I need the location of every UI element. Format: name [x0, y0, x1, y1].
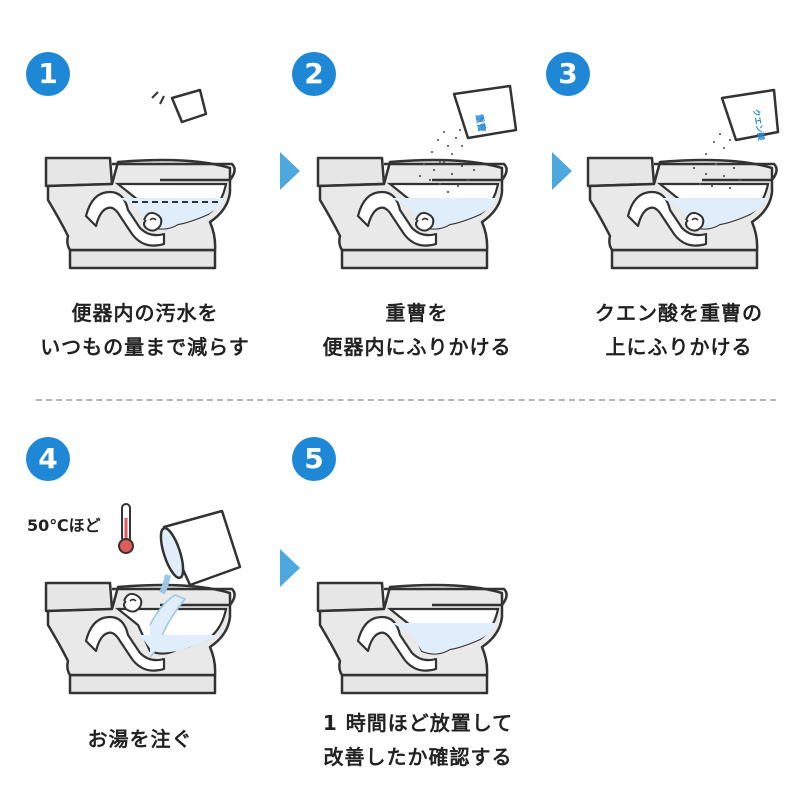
step-2-illustration: [316, 156, 508, 270]
step-5-caption: 1 時間ほど放置して改善したか確認する: [322, 711, 514, 769]
step-4-caption: お湯を注ぐ: [87, 727, 193, 751]
cup-icon: [151, 88, 208, 124]
thermometer-icon: [118, 503, 134, 554]
baking-soda-bag-icon: 重曹: [430, 84, 518, 164]
step-number-badge: 4: [26, 437, 70, 481]
step-number-badge: 2: [292, 52, 336, 96]
step-2-caption: 重曹を便器内にふりかける: [322, 301, 512, 359]
citric-acid-bag-icon: クエン酸: [704, 88, 780, 166]
step-5-illustration: [316, 581, 508, 695]
hot-water-bucket-icon: [159, 509, 242, 595]
step-3-caption: クエン酸を重曹の上にふりかける: [595, 301, 763, 359]
next-step-arrow: [552, 152, 572, 190]
baking-soda-label: 重曹: [473, 113, 488, 133]
temperature-label: 50℃ほど: [27, 516, 101, 535]
next-step-arrow: [280, 152, 300, 190]
step-number-badge: 5: [292, 437, 336, 481]
step-number-badge: 1: [26, 52, 70, 96]
step-1-caption: 便器内の汚水をいつもの量まで減らす: [40, 301, 250, 359]
step-1-illustration: [44, 156, 236, 270]
section-divider: [36, 399, 776, 401]
next-step-arrow: [280, 549, 300, 587]
step-4-illustration: [44, 581, 236, 695]
step-number-badge: 3: [546, 52, 590, 96]
